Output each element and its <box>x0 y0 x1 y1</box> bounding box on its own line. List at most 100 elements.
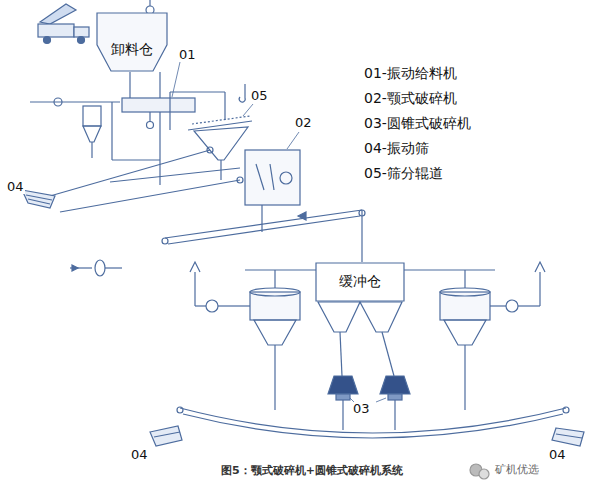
dust-collector <box>159 112 160 185</box>
belt-conveyor <box>110 168 240 182</box>
dust-collector <box>30 92 225 185</box>
exhaust-fan <box>506 300 518 312</box>
jaw-crusher <box>270 164 274 190</box>
vibrating-feeder <box>149 112 150 122</box>
dust-collector <box>224 92 225 120</box>
exhaust-fan <box>190 262 545 312</box>
dust-collector <box>30 101 120 102</box>
exhaust-fan <box>518 305 540 306</box>
dust-separator <box>440 288 490 296</box>
exhaust-fan <box>194 272 195 306</box>
bottom-conveyor <box>563 407 569 413</box>
screening-roller <box>243 104 253 116</box>
buffer-bin: 缓冲仓 <box>315 262 405 302</box>
vibrating-screen <box>552 428 584 446</box>
exhaust-fan <box>190 262 200 272</box>
dust-collector <box>111 102 112 160</box>
node-outline <box>316 263 404 301</box>
figure-caption: 图5：颚式破碎机+圆锥式破碎机系统 <box>221 464 403 477</box>
bottom-conveyor <box>177 407 183 413</box>
jaw-crusher <box>256 164 264 190</box>
jaw-crusher <box>280 172 292 184</box>
callout-number: 04 <box>130 448 149 462</box>
jaw-crusher <box>245 150 300 205</box>
belt-conveyor <box>298 212 306 220</box>
buffer-bin-hoppers <box>318 302 360 332</box>
legend-entry: 02-颚式破碎机 <box>363 91 458 106</box>
vibrating-screen <box>150 426 182 446</box>
valve-symbol <box>105 267 122 268</box>
buffer-bin-hoppers <box>340 332 342 376</box>
callout-number: 02 <box>294 116 313 130</box>
valve-symbol <box>70 260 122 276</box>
dust-collector <box>91 142 92 158</box>
feed-chute <box>129 72 130 98</box>
watermark: 矿机优选 <box>494 464 540 476</box>
dump-truck <box>40 4 76 24</box>
dust-separator <box>444 320 486 345</box>
jaw-crusher <box>287 132 299 149</box>
dust-collector <box>83 106 101 126</box>
callout-number: 04 <box>548 448 567 462</box>
bottom-conveyor <box>177 407 569 438</box>
bottom-conveyor <box>180 408 566 433</box>
legend-entry: 04-振动筛 <box>363 141 430 156</box>
exhaust-fan <box>218 305 250 306</box>
exhaust-fan <box>539 272 540 306</box>
cone-crusher <box>388 394 402 400</box>
cone-crusher <box>328 376 358 394</box>
legend-entry: 05-筛分辊道 <box>363 166 444 181</box>
vibrating-feeder <box>147 122 154 129</box>
jaw-crusher <box>245 132 300 232</box>
belt-conveyor <box>50 147 365 262</box>
exhaust-fan <box>195 305 206 306</box>
dump-truck <box>74 27 89 37</box>
bottom-conveyor <box>183 414 563 438</box>
belt-conveyor <box>361 210 362 262</box>
belt-conveyor <box>207 147 213 153</box>
exhaust-fan <box>535 262 545 272</box>
feed-chute <box>130 72 160 98</box>
cone-crusher <box>394 400 395 430</box>
crane-hook <box>244 84 245 92</box>
callout-number: 05 <box>250 89 269 103</box>
dump-truck <box>38 24 74 37</box>
vibrating-screen <box>556 434 582 438</box>
exhaust-fan <box>206 300 218 312</box>
screening-roller <box>188 104 253 180</box>
vibrating-screen <box>150 426 584 446</box>
callout-number: 03 <box>352 402 371 416</box>
vibrating-screen <box>154 432 180 437</box>
belt-conveyor <box>168 216 360 244</box>
dust-collector <box>112 159 160 160</box>
dust-collector <box>54 98 62 106</box>
belt-conveyor <box>162 238 168 244</box>
buffer-bin-hoppers <box>245 270 495 376</box>
legend-entry: 01-振动给料机 <box>363 66 458 81</box>
belt-conveyor <box>237 177 243 183</box>
feed-chute <box>159 72 160 98</box>
screening-roller <box>194 127 248 160</box>
buffer-bin-hoppers <box>382 332 394 376</box>
vibrating-screen <box>22 190 55 208</box>
vibrating-screen <box>28 199 50 204</box>
dust-separator <box>464 345 465 410</box>
cone-crusher <box>336 394 350 400</box>
jaw-crusher <box>261 205 262 232</box>
unloading-hopper: 卸料仓 <box>96 12 168 72</box>
cone-crusher <box>328 376 410 430</box>
dust-collector <box>83 126 101 142</box>
callout-number: 04 <box>6 180 25 194</box>
belt-conveyor <box>165 210 362 238</box>
wechat-icon <box>479 469 489 479</box>
callout-number: 01 <box>178 48 197 62</box>
dump-truck <box>44 37 51 44</box>
dump-truck <box>78 37 85 44</box>
belt-conveyor <box>60 180 240 212</box>
legend-entry: 03-圆锥式破碎机 <box>363 116 472 131</box>
dust-separator <box>254 320 296 345</box>
vibrating-feeder <box>122 62 195 129</box>
screening-roller <box>192 116 250 124</box>
valve-symbol <box>72 265 78 271</box>
